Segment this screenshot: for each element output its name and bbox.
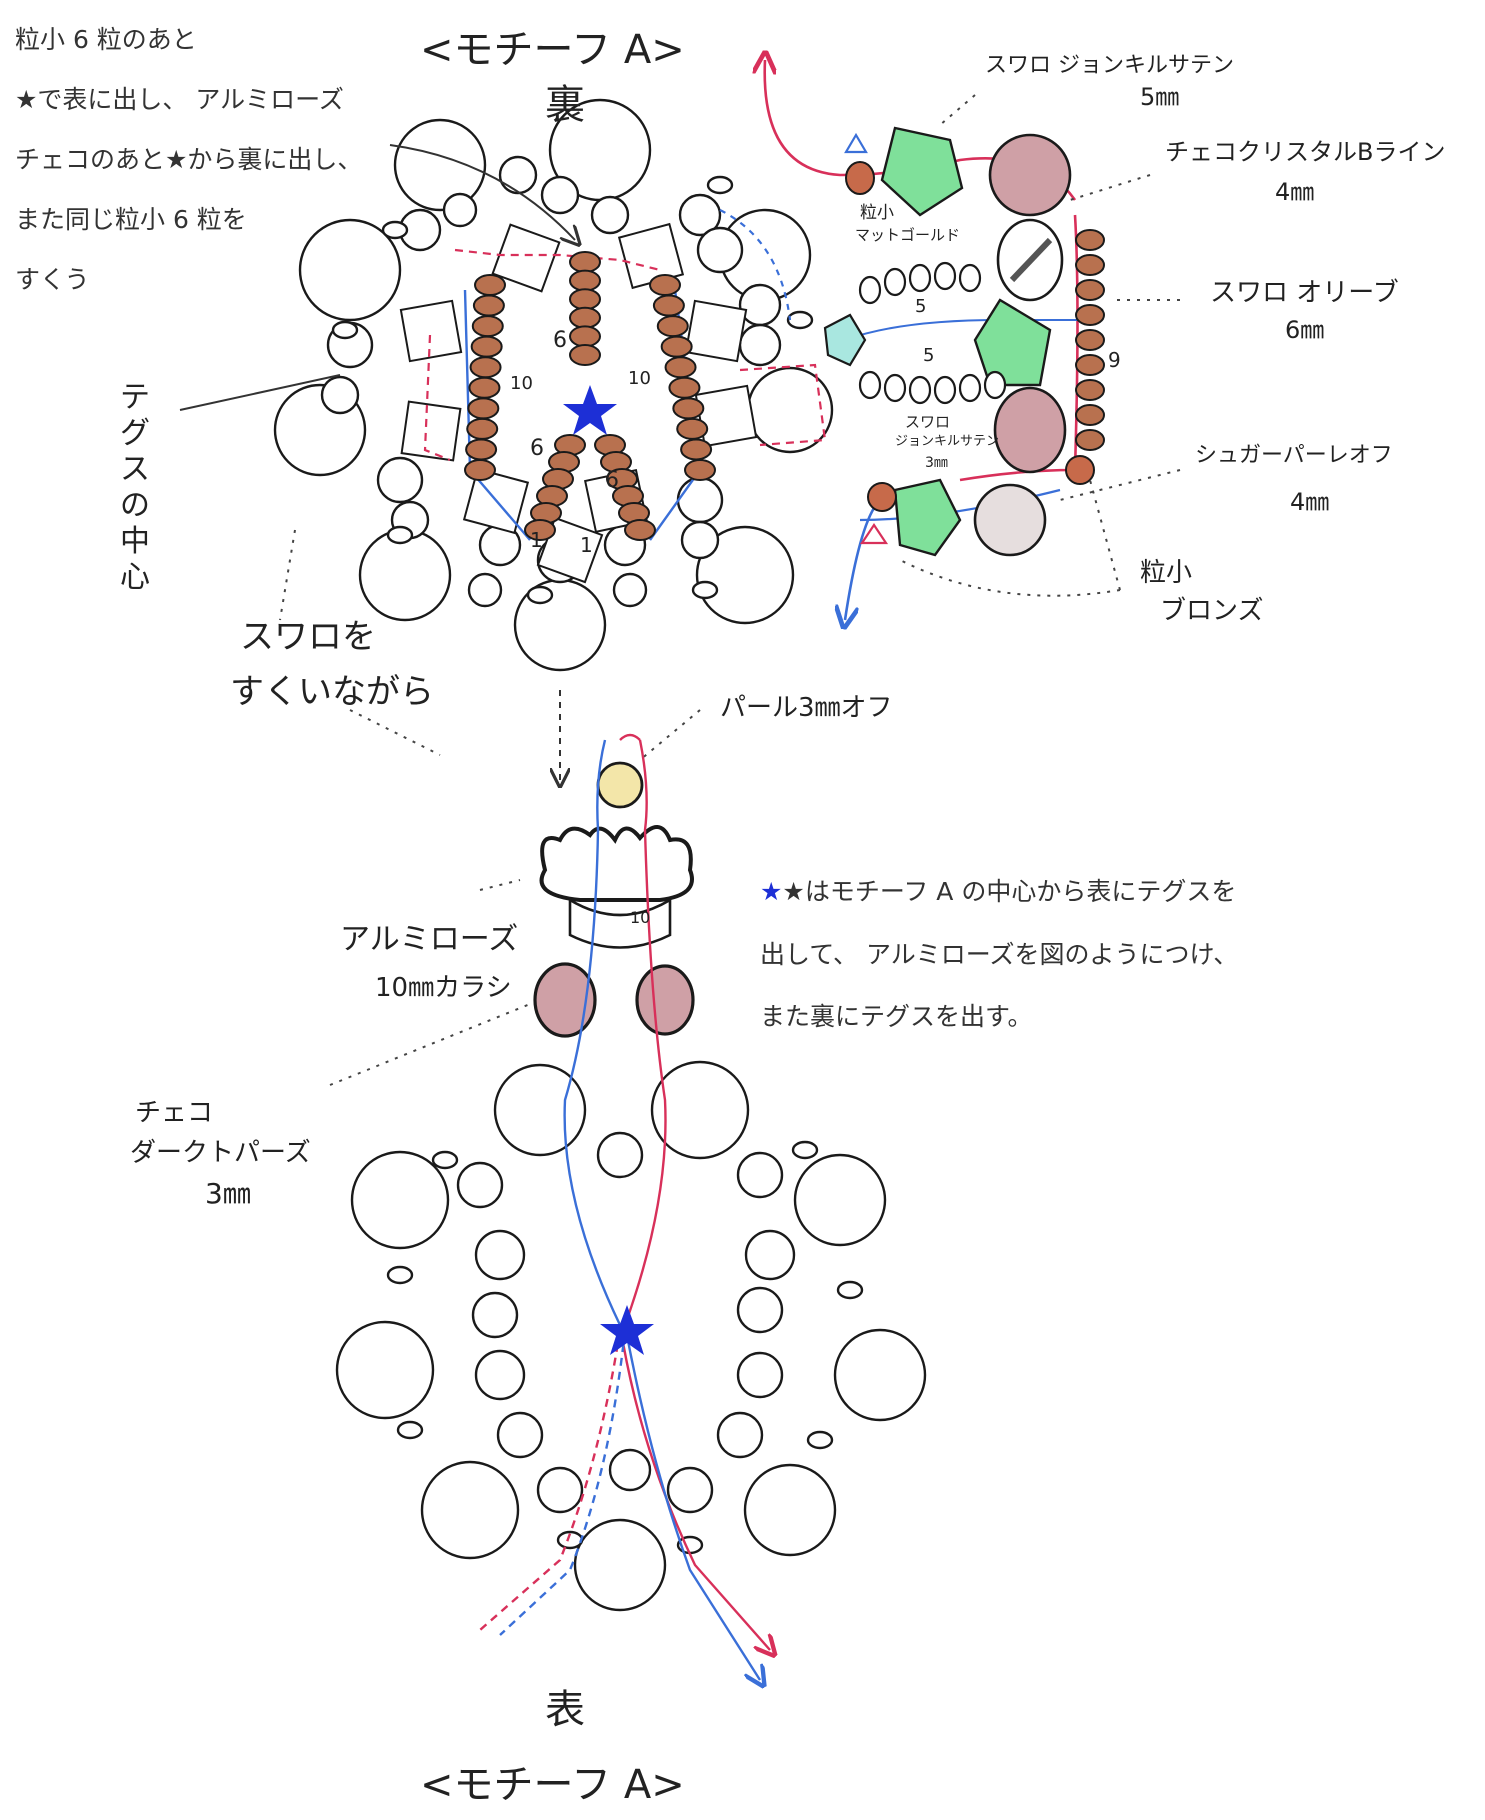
top-note-line-2: ★で表に出し、 アルミローズ <box>15 85 344 114</box>
swaro-sukui-label-1: スワロを <box>240 617 376 657</box>
count-6-a: 6 <box>553 328 567 353</box>
bronze-bead <box>569 251 601 273</box>
bronze-bead <box>656 315 689 338</box>
right-bronze-column <box>1075 229 1105 451</box>
count-6-c: 6 <box>605 468 619 493</box>
bronze-bead <box>680 438 713 461</box>
tsubu-matte-label-1: 粒小 <box>860 203 894 223</box>
tegusu-center-line <box>179 374 341 411</box>
bronze-bead <box>468 376 501 399</box>
top-note-line-4: また同じ粒小 6 粒を <box>15 205 247 234</box>
count-5-b: 5 <box>923 345 935 366</box>
middle-stack <box>533 761 695 1038</box>
tsubu-matte-label-2: マットゴールド <box>855 226 961 244</box>
bronze-bead <box>569 269 601 292</box>
czech-dark-label-3: 3㎜ <box>205 1177 251 1210</box>
bronze-bead <box>474 274 506 296</box>
swaro-jonquil-3-label-2: ジョンキルサテン <box>895 434 1000 449</box>
front-threads <box>479 733 770 1680</box>
alumi-rose-label-1: アルミローズ <box>340 922 519 957</box>
bronze-bead <box>569 306 601 329</box>
czech-crystal-name: チェコクリスタルBライン <box>1165 138 1446 166</box>
right-cluster <box>765 60 1095 620</box>
sugar-pale-size: 4㎜ <box>1290 488 1330 516</box>
bronze-bead <box>466 417 499 440</box>
middle-note-line-2: 出して、 アルミローズを図のようにつけ、 <box>760 940 1239 969</box>
swaro-jonquil-5-name: スワロ ジョンキルサテン <box>985 53 1234 78</box>
count-10-c: 10 <box>630 908 651 927</box>
middle-note-line-1-text: ★はモチーフ A の中心から表にテグスを <box>782 877 1237 906</box>
count-1-a: 1 <box>530 528 543 552</box>
note-arrow <box>389 144 575 240</box>
tegusu-center-label: テグスの中心 <box>120 380 150 595</box>
tsubu-bronze-label-2: ブロンズ <box>1160 596 1264 626</box>
bronze-bead <box>672 397 705 420</box>
matte-gold-rows <box>858 261 1007 405</box>
pearl-label: パール3㎜オフ <box>720 693 893 723</box>
bronze-bead <box>684 459 716 481</box>
swaro-jonquil-3-label-1: スワロ <box>905 413 951 431</box>
back-center-star <box>563 385 617 435</box>
bronze-bead <box>471 315 504 338</box>
bronze-bead <box>470 335 503 358</box>
swaro-jonquil-5-size: 5㎜ <box>1140 83 1180 111</box>
front-motif-beads <box>335 1060 927 1612</box>
front-side-label: 表 <box>545 1687 585 1733</box>
bronze-bead <box>467 397 500 420</box>
bronze-bead <box>569 288 601 311</box>
bronze-bead <box>469 356 502 379</box>
czech-crystal-size: 4㎜ <box>1275 178 1315 206</box>
tsubu-bronze-label-1: 粒小 <box>1140 558 1193 588</box>
top-note-line-3: チェコのあと★から裏に出し、 <box>15 145 363 174</box>
middle-note-line-1: ★★はモチーフ A の中心から表にテグスを <box>760 877 1237 906</box>
bronze-bead <box>660 335 693 358</box>
count-5-a: 5 <box>915 296 927 317</box>
swaro-sukui-label-2: すくいながら <box>230 672 434 712</box>
middle-note-line-3: また裏にテグスを出す。 <box>760 1002 1033 1031</box>
top-note-line-1: 粒小 6 粒のあと <box>15 25 197 54</box>
swaro-olive-size: 6㎜ <box>1285 316 1325 344</box>
alumi-rose-label-2: 10㎜カラシ <box>375 973 512 1003</box>
count-1-b: 1 <box>580 533 593 557</box>
swaro-jonquil-3-label-3: 3㎜ <box>925 455 948 471</box>
swaro-olive-name: スワロ オリーブ <box>1210 278 1399 308</box>
sugar-pale-name: シュガーパーレオフ <box>1195 443 1393 468</box>
top-note-line-5: すくう <box>15 265 90 294</box>
back-title: <モチーフ A> <box>420 27 685 73</box>
bronze-bead <box>465 438 498 461</box>
czech-dark-label-2: ダークトパーズ <box>130 1138 311 1168</box>
bronze-bead <box>524 519 556 541</box>
count-6-b: 6 <box>530 436 544 461</box>
count-9: 9 <box>1108 348 1121 372</box>
bronze-bead <box>624 519 656 541</box>
bronze-bead <box>668 376 701 399</box>
bronze-bead <box>652 294 685 317</box>
bronze-bead <box>472 294 505 317</box>
bronze-bead <box>676 417 709 440</box>
front-center-star <box>600 1305 654 1355</box>
back-side-label: 裏 <box>545 82 585 128</box>
bronze-bead <box>569 344 601 366</box>
bronze-bead <box>664 356 697 379</box>
czech-dark-label-1: チェコ <box>135 1098 214 1128</box>
count-10-a: 10 <box>510 373 533 394</box>
bronze-bead-columns <box>464 251 716 541</box>
back-motif-beads <box>273 98 834 672</box>
bronze-bead <box>569 325 601 348</box>
bronze-bead <box>464 459 496 481</box>
count-10-b: 10 <box>628 368 651 389</box>
bronze-bead <box>649 274 681 296</box>
front-title: <モチーフ A> <box>420 1762 685 1808</box>
